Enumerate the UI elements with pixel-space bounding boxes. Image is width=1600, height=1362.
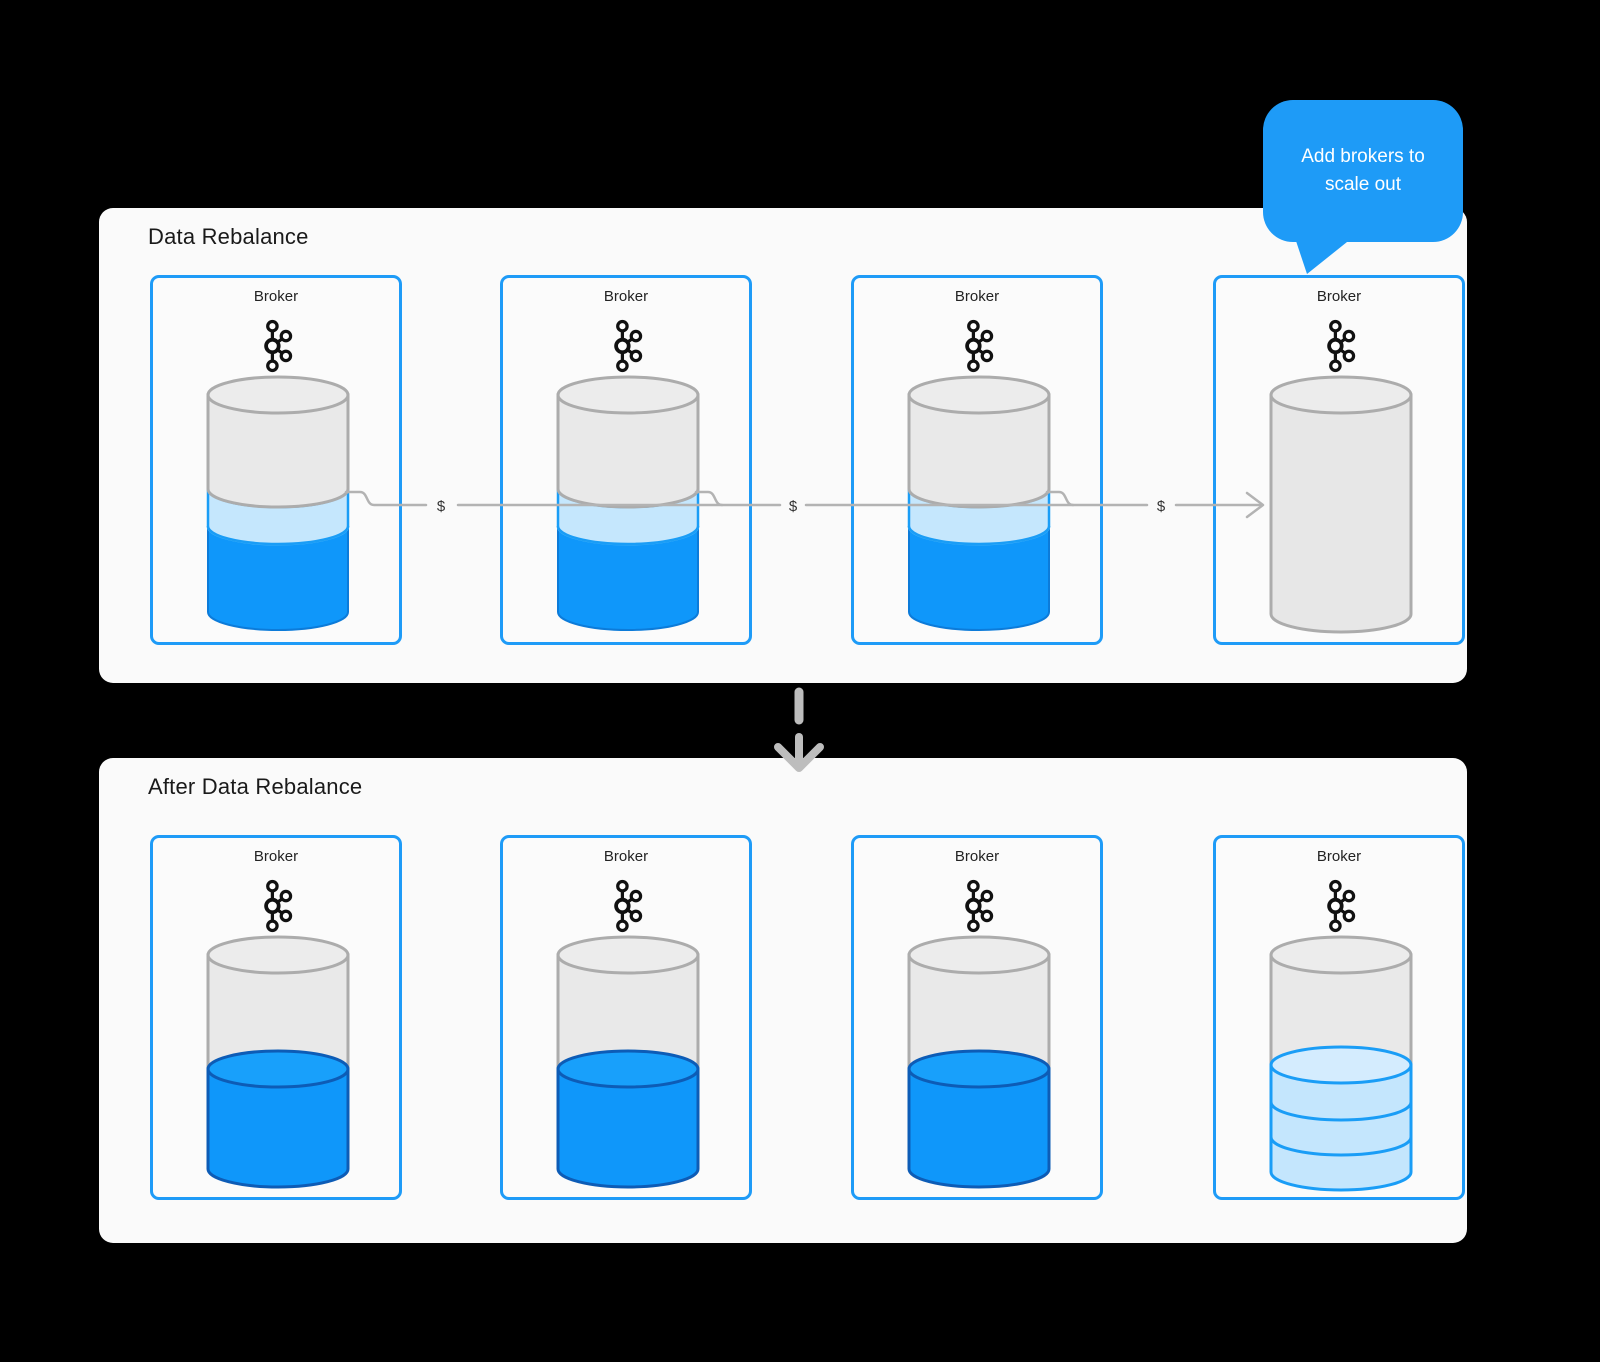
callout-bubble: Add brokers to scale out [1263, 100, 1463, 242]
storage-cylinder-empty [1269, 375, 1413, 634]
broker-box-2-after: Broker [500, 835, 752, 1200]
broker-box-2-before: Broker [500, 275, 752, 645]
storage-cylinder-data-stack [1269, 935, 1413, 1192]
broker-label: Broker [954, 288, 1000, 305]
kafka-icon [965, 879, 994, 933]
storage-cylinder-donor [907, 375, 1051, 631]
callout-text-line2: scale out [1324, 174, 1402, 195]
callout-text-line1: Add brokers to [1301, 146, 1425, 167]
broker-box-1-before: Broker [150, 275, 402, 645]
broker-label: Broker [603, 848, 649, 865]
broker-label: Broker [1316, 288, 1362, 305]
broker-box-4-after-new: Broker [1213, 835, 1465, 1200]
kafka-icon [1327, 319, 1356, 373]
broker-box-4-before-new: Broker [1213, 275, 1465, 645]
storage-cylinder-donor [206, 375, 350, 631]
storage-cylinder-donor [556, 375, 700, 631]
broker-label: Broker [954, 848, 1000, 865]
storage-cylinder-balanced [206, 935, 350, 1189]
broker-label: Broker [253, 848, 299, 865]
kafka-icon [614, 879, 643, 933]
kafka-icon [264, 319, 293, 373]
broker-box-1-after: Broker [150, 835, 402, 1200]
broker-label: Broker [253, 288, 299, 305]
broker-box-3-after: Broker [851, 835, 1103, 1200]
down-arrow-icon [774, 687, 824, 772]
storage-cylinder-balanced [907, 935, 1051, 1189]
broker-label: Broker [603, 288, 649, 305]
callout-tail [1295, 238, 1352, 274]
storage-cylinder-balanced [556, 935, 700, 1189]
kafka-icon [264, 879, 293, 933]
disk-divider [1269, 1101, 1413, 1122]
disk-divider [1269, 1136, 1413, 1157]
broker-label: Broker [1316, 848, 1362, 865]
kafka-icon [1327, 879, 1356, 933]
kafka-icon [965, 319, 994, 373]
broker-box-3-before: Broker [851, 275, 1103, 645]
kafka-icon [614, 319, 643, 373]
panel-title: After Data Rebalance [148, 774, 363, 799]
panel-title: Data Rebalance [148, 224, 309, 249]
